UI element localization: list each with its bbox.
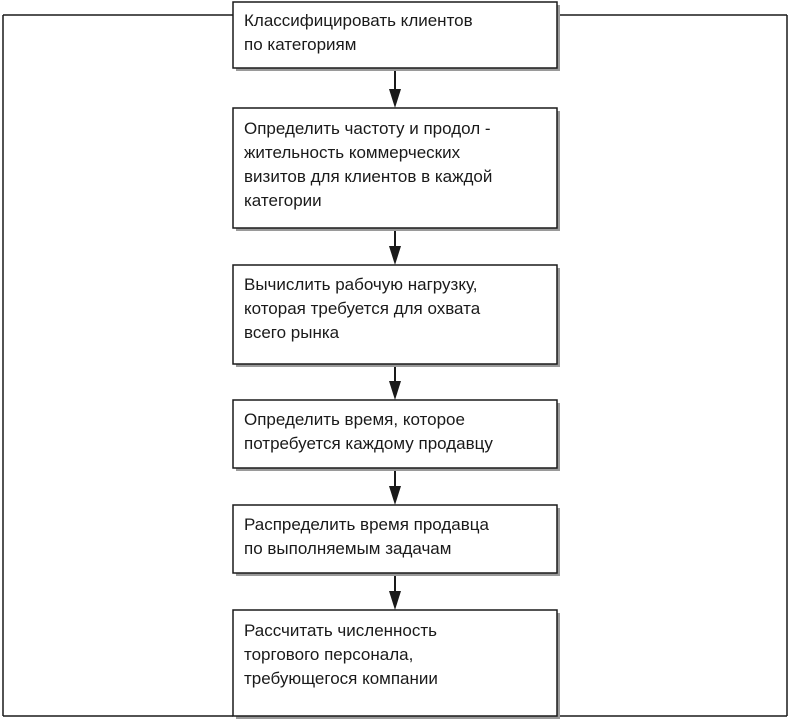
step-3-line-1: Вычислить рабочую нагрузку,: [244, 275, 478, 294]
connectors: [389, 71, 401, 610]
step-4-line-2: потребуется каждому продавцу: [244, 434, 493, 453]
arrow-3-4: [389, 367, 401, 400]
step-5-line-1: Распределить время продавца: [244, 515, 490, 534]
step-box-5: Распределить время продавца по выполняем…: [232, 504, 560, 576]
arrow-1-2: [389, 71, 401, 108]
step-2-line-2: жительность коммерческих: [244, 143, 461, 162]
arrow-2-3: [389, 231, 401, 265]
step-2-line-3: визитов для клиентов в каждой: [244, 167, 492, 186]
step-2-line-4: категории: [244, 191, 322, 210]
arrow-4-5: [389, 471, 401, 505]
arrow-5-6: [389, 576, 401, 610]
step-4-line-1: Определить время, которое: [244, 410, 465, 429]
step-box-4: Определить время, которое потребуется ка…: [232, 399, 560, 471]
step-box-6: Рассчитать численность торгового персона…: [232, 609, 560, 719]
step-6-line-1: Рассчитать численность: [244, 621, 437, 640]
step-box-3: Вычислить рабочую нагрузку, которая треб…: [232, 264, 560, 367]
step-1-line-2: по категориям: [244, 35, 356, 54]
step-5-line-2: по выполняемым задачам: [244, 539, 451, 558]
step-6-line-2: торгового персонала,: [244, 645, 413, 664]
step-box-2: Определить частоту и продол - жительност…: [232, 107, 560, 231]
step-3-line-3: всего рынка: [244, 323, 340, 342]
step-1-line-1: Классифицировать клиентов: [244, 11, 473, 30]
step-3-line-2: которая требуется для охвата: [244, 299, 481, 318]
step-2-line-1: Определить частоту и продол -: [244, 119, 491, 138]
step-box-1: Классифицировать клиентов по категориям: [232, 1, 560, 71]
step-6-line-3: требующегося компании: [244, 669, 438, 688]
feedback-frame: [2, 14, 788, 717]
